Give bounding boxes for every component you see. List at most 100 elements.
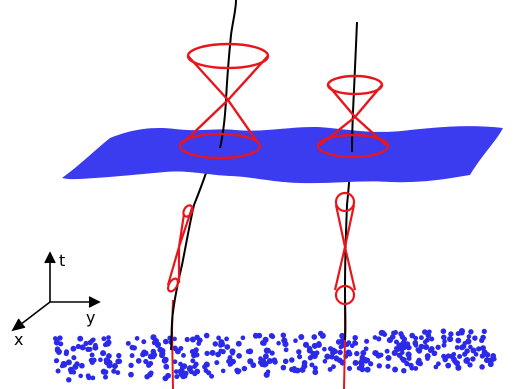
particle-dot	[111, 362, 118, 370]
particle-dot	[455, 331, 461, 337]
particle-dot	[261, 340, 267, 346]
particle-dot	[385, 363, 391, 369]
left-small-cone-lower	[166, 246, 181, 286]
particle-dot	[226, 359, 231, 364]
particle-dot	[423, 343, 430, 351]
particle-dot	[311, 334, 318, 340]
particle-dot	[467, 362, 473, 368]
particle-dot	[324, 353, 331, 360]
particle-dot	[257, 360, 263, 365]
particle-dot	[193, 361, 199, 367]
particle-dot	[470, 347, 477, 354]
particle-dot	[83, 340, 89, 346]
particle-dot	[413, 365, 419, 371]
particle-dot	[58, 341, 64, 347]
particle-dot	[404, 341, 411, 347]
spatial-hypersurface	[62, 126, 503, 184]
particle-dot	[103, 374, 108, 380]
particle-dot	[481, 328, 487, 335]
particle-dot	[385, 354, 392, 362]
particle-dot	[247, 358, 254, 365]
particle-dot	[147, 371, 153, 378]
particle-dot	[401, 344, 407, 351]
particle-dot	[392, 366, 399, 373]
particle-dot	[263, 347, 270, 354]
particle-dot	[327, 366, 333, 372]
particle-dot	[57, 335, 63, 341]
particle-dot	[396, 343, 402, 349]
particle-dot	[172, 345, 178, 352]
particle-dot	[352, 359, 359, 366]
particle-dot	[101, 336, 107, 342]
particle-dot	[442, 339, 447, 344]
particle-dot	[236, 353, 242, 359]
particle-dot	[417, 360, 424, 367]
particle-dot	[103, 357, 109, 363]
particle-dot	[337, 349, 343, 356]
particle-dot	[476, 346, 482, 352]
particle-dot	[491, 356, 497, 362]
particle-dot	[79, 344, 86, 351]
particle-dot	[162, 356, 169, 363]
particle-dot	[172, 336, 177, 342]
particle-dot	[445, 353, 452, 359]
particle-dot	[363, 346, 369, 352]
particle-dot	[266, 357, 273, 365]
particle-dot	[418, 343, 425, 350]
particle-dot	[63, 349, 70, 355]
particle-dot	[299, 366, 306, 373]
particle-dot	[401, 368, 407, 374]
particle-dot	[413, 342, 419, 348]
particle-dot	[435, 344, 441, 350]
particle-dot	[372, 350, 379, 357]
particle-dot	[464, 348, 470, 354]
particle-dot	[212, 341, 219, 347]
particle-dot	[459, 344, 465, 351]
particle-dot	[209, 373, 215, 379]
particle-dot	[487, 361, 494, 368]
particle-dot	[415, 347, 421, 353]
particle-dot	[172, 359, 178, 365]
particle-dot	[356, 365, 362, 371]
particle-dot	[363, 358, 369, 364]
particle-dot	[352, 334, 358, 341]
right-small-cone-lower	[333, 246, 357, 291]
left-small-cone-upper	[177, 207, 194, 248]
particle-dot	[79, 362, 85, 369]
particle-dot	[360, 350, 367, 356]
particle-dot	[331, 364, 336, 370]
particle-dot	[441, 334, 447, 341]
particle-dot	[454, 360, 460, 366]
t-axis-label: t	[59, 251, 65, 270]
left-small-cone-bottom	[166, 277, 180, 293]
particle-dot	[258, 356, 263, 361]
particle-dot	[312, 369, 319, 376]
particle-dot	[262, 353, 269, 360]
left-past-cone-rim	[178, 132, 262, 160]
particle-dot	[346, 365, 353, 371]
y-axis-label: y	[86, 308, 95, 327]
particle-dot	[54, 358, 60, 364]
particle-dot	[376, 336, 382, 342]
particle-dot	[329, 354, 335, 360]
particle-dot	[297, 354, 303, 360]
particle-dot	[88, 357, 94, 363]
particle-dot	[470, 356, 476, 362]
particle-dot	[319, 332, 326, 339]
particle-dot	[408, 362, 414, 369]
particle-dot	[86, 375, 92, 381]
particle-dot	[280, 364, 287, 371]
particle-dot	[427, 329, 432, 335]
particle-dot	[163, 363, 170, 370]
particle-dot	[181, 352, 186, 358]
particle-dot	[301, 359, 308, 366]
particle-dot	[333, 355, 339, 361]
particle-dot	[312, 353, 318, 359]
particle-dot	[143, 358, 149, 365]
particle-dot	[389, 334, 396, 340]
particle-dot	[89, 352, 95, 358]
particle-dot	[289, 357, 295, 363]
particle-dot	[115, 358, 121, 365]
particle-dot	[178, 345, 184, 351]
particle-dot	[422, 329, 428, 335]
